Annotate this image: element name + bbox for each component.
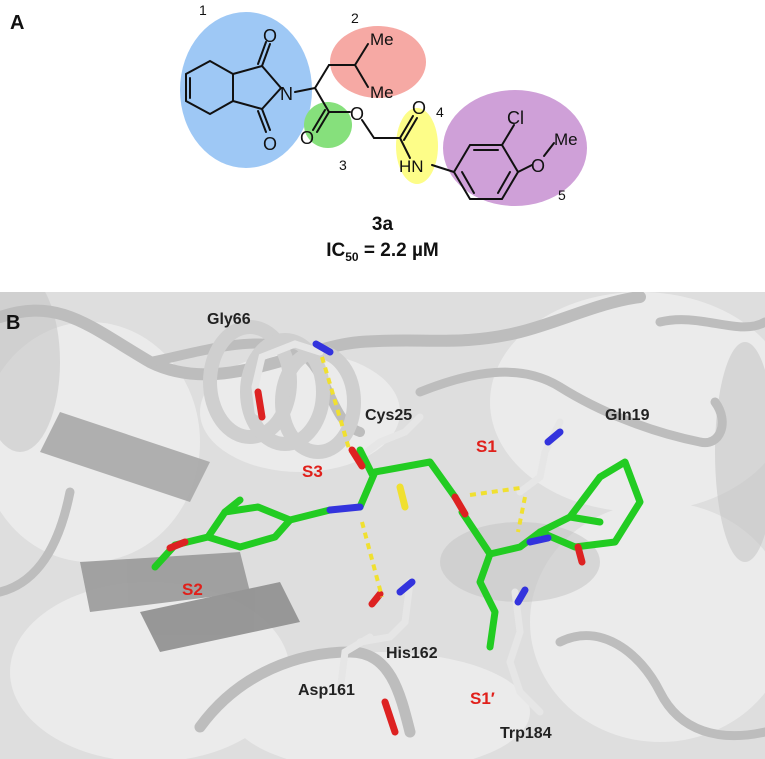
atom-oxygen-amide: O [412, 98, 426, 118]
ic50-subscript: 50 [345, 249, 359, 264]
site-label-s3: S3 [302, 462, 323, 481]
panel-a-letter: A [10, 12, 25, 34]
region-2-ellipse [330, 26, 426, 98]
bond-lines [185, 41, 555, 200]
ligand-heteroatoms [166, 446, 586, 566]
ic50-prefix: IC [326, 240, 346, 261]
panel-b-letter: B [6, 312, 21, 334]
region-number-4: 4 [436, 104, 444, 120]
region-5-ellipse [443, 90, 587, 206]
chemical-structure: 1 2 3 4 5 [180, 2, 587, 206]
atom-methyl-bottom: Me [370, 83, 394, 102]
atom-oxygen-ester: O [350, 104, 364, 124]
atom-oxygen-top: O [263, 26, 277, 46]
atom-oxygen-ester-carbonyl: O [300, 128, 314, 148]
site-label-s1: S1 [476, 437, 497, 456]
ic50-value: = 2.2 µM [358, 240, 439, 261]
site-label-s2: S2 [182, 580, 203, 599]
region-number-3: 3 [339, 157, 347, 173]
atom-methyl-methoxy: Me [554, 130, 578, 149]
atom-methyl-top: Me [370, 30, 394, 49]
region-3-ellipse [304, 102, 352, 148]
residue-label-gln19: Gln19 [605, 407, 650, 424]
ic50-label: IC50 = 2.2 µM [0, 240, 765, 264]
hydrogen-bonds [320, 356, 527, 598]
atom-hn: HN [399, 157, 424, 176]
residue-label-cys25: Cys25 [365, 407, 412, 424]
docking-pose: Gly66 Cys25 Gln19 His162 Asp161 Trp184 S… [0, 292, 765, 759]
site-label-s1-prime: S1′ [470, 689, 495, 708]
residue-label-his162: His162 [386, 645, 438, 662]
residue-label-asp161: Asp161 [298, 682, 355, 699]
residue-label-gly66: Gly66 [207, 311, 251, 328]
atom-chlorine: Cl [507, 108, 524, 128]
residue-sticks [251, 340, 564, 736]
region-number-5: 5 [558, 187, 566, 203]
atom-oxygen-methoxy: O [531, 156, 545, 176]
atom-oxygen-bottom: O [263, 134, 277, 154]
protein-ribbons [0, 292, 765, 741]
region-1-ellipse [180, 12, 312, 168]
residue-label-trp184: Trp184 [500, 725, 552, 742]
protein-sheets [40, 412, 300, 652]
compound-label: 3a [371, 214, 394, 235]
atom-nitrogen-imide: N [280, 84, 293, 104]
region-number-1: 1 [199, 2, 207, 18]
region-number-2: 2 [351, 10, 359, 26]
protein-helix [203, 320, 361, 459]
